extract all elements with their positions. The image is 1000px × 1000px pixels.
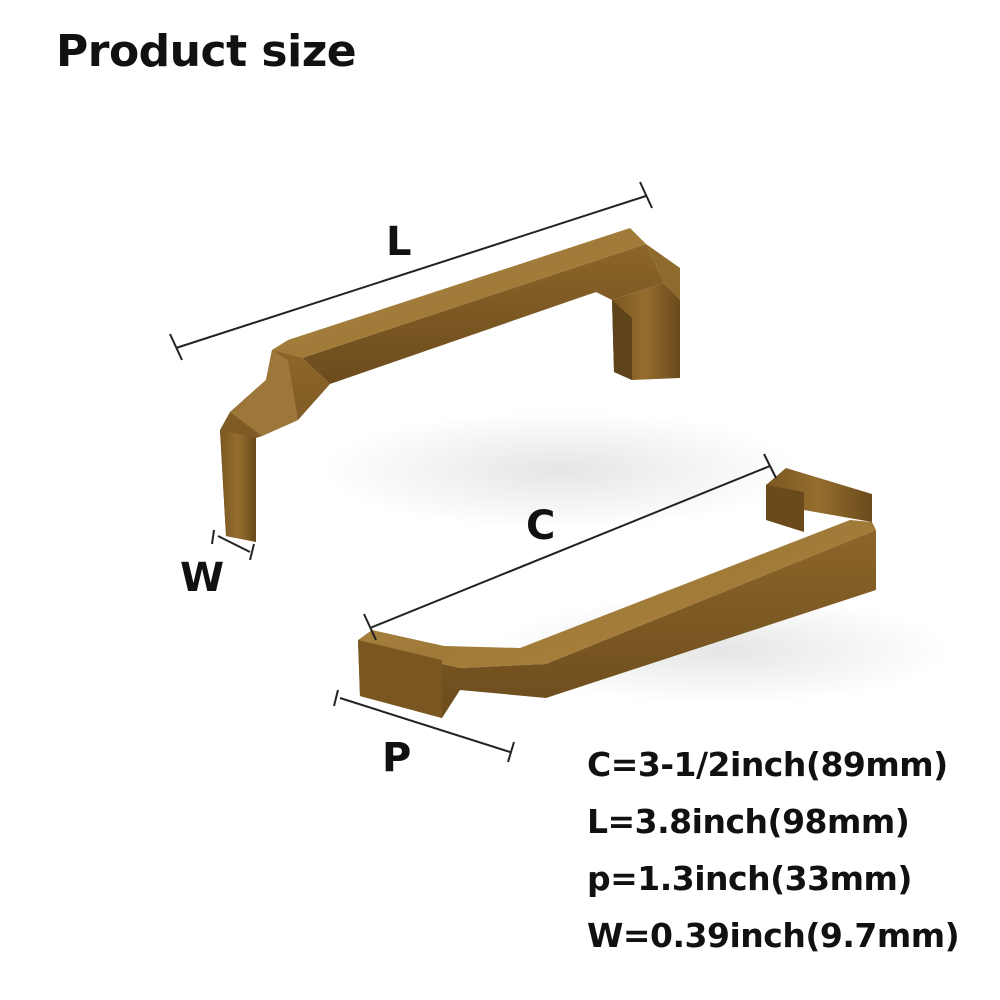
handle-shadow-upper: [320, 410, 800, 530]
handle-upright: [220, 228, 680, 542]
spec-list: C=3-1/2inch(89mm) L=3.8inch(98mm) p=1.3i…: [587, 736, 987, 964]
handle-upright-bar-top: [272, 228, 646, 360]
handle-lying: [358, 468, 876, 718]
spec-p: p=1.3inch(33mm): [587, 859, 912, 898]
spec-l: L=3.8inch(98mm): [587, 802, 910, 841]
dimension-line-p: [333, 689, 515, 763]
dimension-line-c: [363, 453, 777, 641]
dimension-label-c: C: [526, 503, 556, 549]
dimension-label-w: W: [180, 555, 225, 601]
spec-w: W=0.39inch(9.7mm): [587, 916, 960, 955]
dimension-label-l: L: [386, 219, 412, 265]
handle-upright-bar-front: [302, 244, 664, 384]
dimension-line-l: [169, 181, 653, 361]
spec-c: C=3-1/2inch(89mm): [587, 745, 948, 784]
dimension-line-w: [211, 529, 255, 561]
page-title: Product size: [56, 26, 357, 77]
dimension-label-p: P: [382, 735, 412, 781]
handle-lying-bar-front: [358, 530, 876, 718]
